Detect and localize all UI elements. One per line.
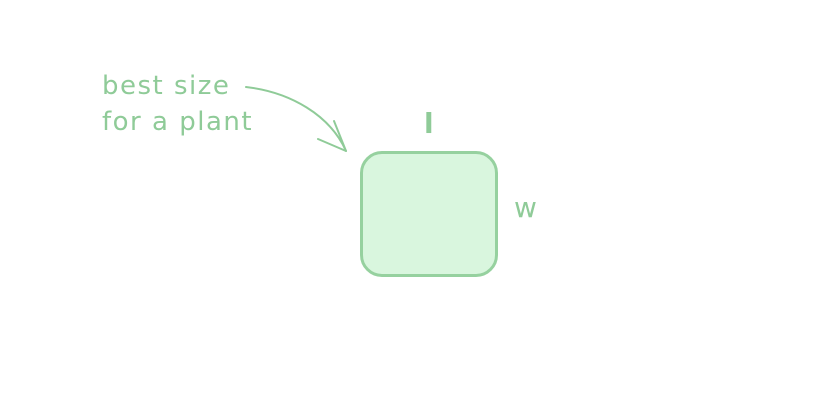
annotation-note: best size for a plant (102, 68, 253, 140)
annotation-line-1: best size (102, 71, 231, 101)
width-label: w (514, 191, 537, 224)
annotation-line-2: for a plant (102, 107, 254, 137)
arrow-head (317, 120, 347, 152)
plant-size-box (360, 151, 498, 277)
arrow-shaft (245, 86, 347, 152)
length-label: l (424, 107, 434, 140)
